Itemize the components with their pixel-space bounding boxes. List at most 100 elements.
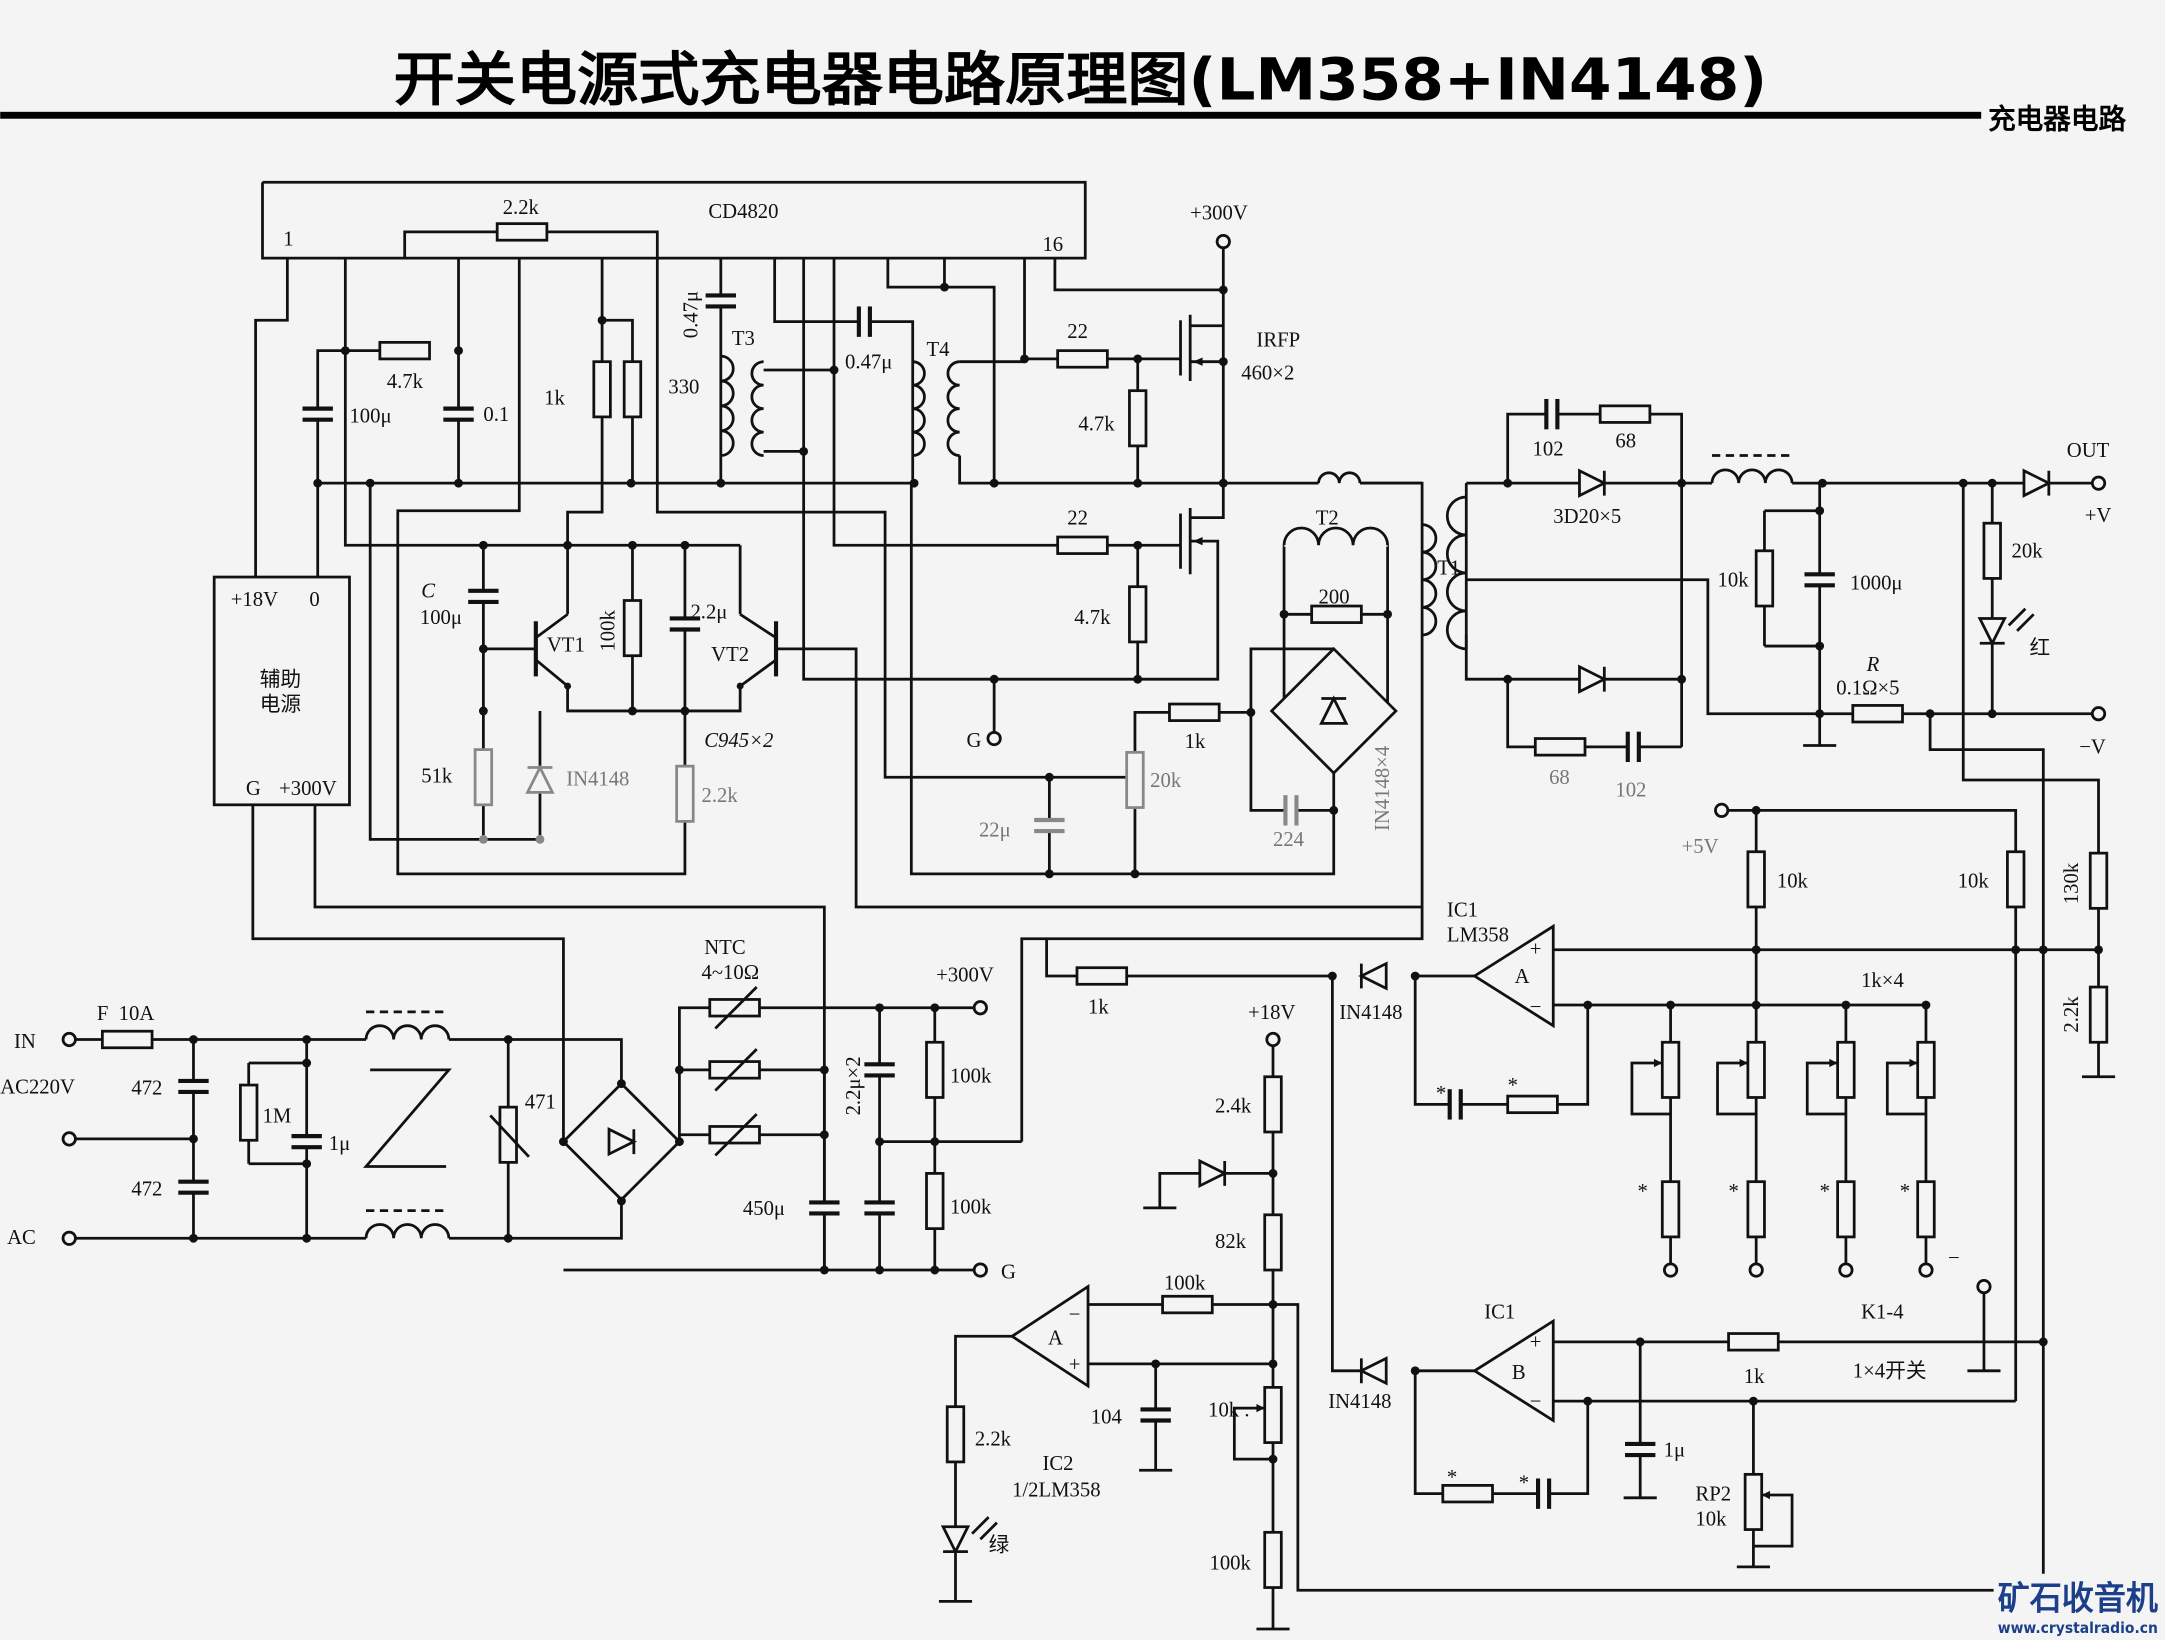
resistor [1533,737,1587,757]
potentiometer-wiper [1885,1058,1926,1116]
wire [994,539,1220,681]
ic-label: IC2 [1042,1453,1073,1475]
junction-dot [365,478,375,488]
resistor-body [1128,389,1148,448]
r-label: 100k [1164,1272,1206,1294]
r-label: 130k [2061,862,2083,904]
arrow-icon [1829,1058,1838,1068]
gap [863,1064,897,1076]
r-label: 51k [421,766,453,788]
junction-dot [1583,1000,1593,1010]
c-label: 1μ [329,1133,350,1155]
resistor [675,764,695,823]
wire [1464,635,1682,681]
resistor-body [622,599,643,658]
aux-name: 电源 [260,693,301,716]
diode-symbol [940,1525,971,1555]
logo-url: www.crystalradio.cn [1998,1619,2158,1637]
c-label: 224 [1273,829,1305,851]
r-label: 1k [1744,1366,1765,1388]
junction-dot [535,834,545,844]
resistor-body [1506,1094,1559,1115]
ntc-slash [714,1048,758,1092]
capacitor [807,1200,841,1216]
junction-dot [1383,609,1393,619]
category-tag: 充电器电路 [1988,102,2126,135]
inductor-winding [1710,468,1794,484]
gap [176,1080,211,1092]
diode-symbol [1578,664,1608,694]
junction-dot [1268,1168,1278,1178]
opamp-symbol [1471,923,1555,1029]
coil [1445,495,1467,651]
junction-dot [189,1035,198,1044]
inductor-winding [1282,526,1389,546]
junction-dot [478,540,488,550]
junction-dot [597,315,607,325]
resistor-body [473,748,494,807]
junction-dot [1748,1396,1758,1406]
resistor-body [675,764,695,823]
junction-dot [674,1065,684,1075]
transistor [736,613,779,690]
junction-dot [875,1137,884,1147]
mosfet-label: 460×2 [1241,363,1294,385]
resistor-body [1916,1040,1936,1099]
resistor [1310,604,1363,624]
aux-g: G [246,778,261,800]
arrow-icon [1192,357,1203,366]
junction-dot [1151,1359,1161,1369]
coil [720,354,735,457]
resistor-body [2088,851,2109,910]
c-label: 102 [1533,439,1564,461]
junction-dot [875,1265,884,1275]
capacitor [176,1078,211,1095]
junction-dot [503,1233,513,1243]
gap [863,1202,897,1214]
resistor [1161,1294,1214,1315]
supply-label: +300V [1190,202,1248,224]
wire [566,320,604,546]
resistor-body [1916,1180,1936,1239]
transistor-type: C945×2 [704,730,773,752]
capacitor [176,1179,211,1195]
gap [1803,574,1837,586]
resistor [1851,704,1904,724]
wire [1506,679,1682,749]
resistor-body [1598,404,1652,424]
wire [251,804,565,1142]
wiper [1753,1493,1794,1548]
diode-symbol [1198,1158,1228,1189]
resistor [1754,549,1775,608]
emitter-arrow [564,682,572,690]
ray [2007,607,2035,632]
gap [807,1202,841,1214]
junction-dot [819,1065,829,1075]
page-title: 开关电源式充电器电路原理图(LM358+IN4148) [394,45,1768,113]
star-mark: * [1436,1083,1446,1105]
ntc-slash [714,1113,758,1157]
r-label: 22 [1067,321,1088,343]
resistor [1743,1472,1764,1531]
junction-dot [626,478,636,488]
resistor-body [1056,535,1109,555]
coil [946,360,960,457]
resistor-body [1310,604,1363,624]
resistor [1128,389,1148,448]
junction-dot [2038,945,2048,955]
resistor-body [925,1172,945,1230]
r-label: 2.2k [975,1428,1012,1450]
transistor-label: VT2 [711,644,749,666]
resistor-body [622,360,643,419]
junction-dot [819,1265,829,1275]
pot-label: 20k [1150,770,1182,792]
c-label: 450μ [743,1198,785,1220]
inductor [1710,454,1794,484]
wire [763,258,806,453]
terminal [986,730,1002,747]
c-label: 104 [1091,1406,1123,1428]
diode [1198,1158,1228,1189]
gap [301,408,335,420]
wire [1020,481,1424,1142]
resistor-body [2088,985,2109,1044]
